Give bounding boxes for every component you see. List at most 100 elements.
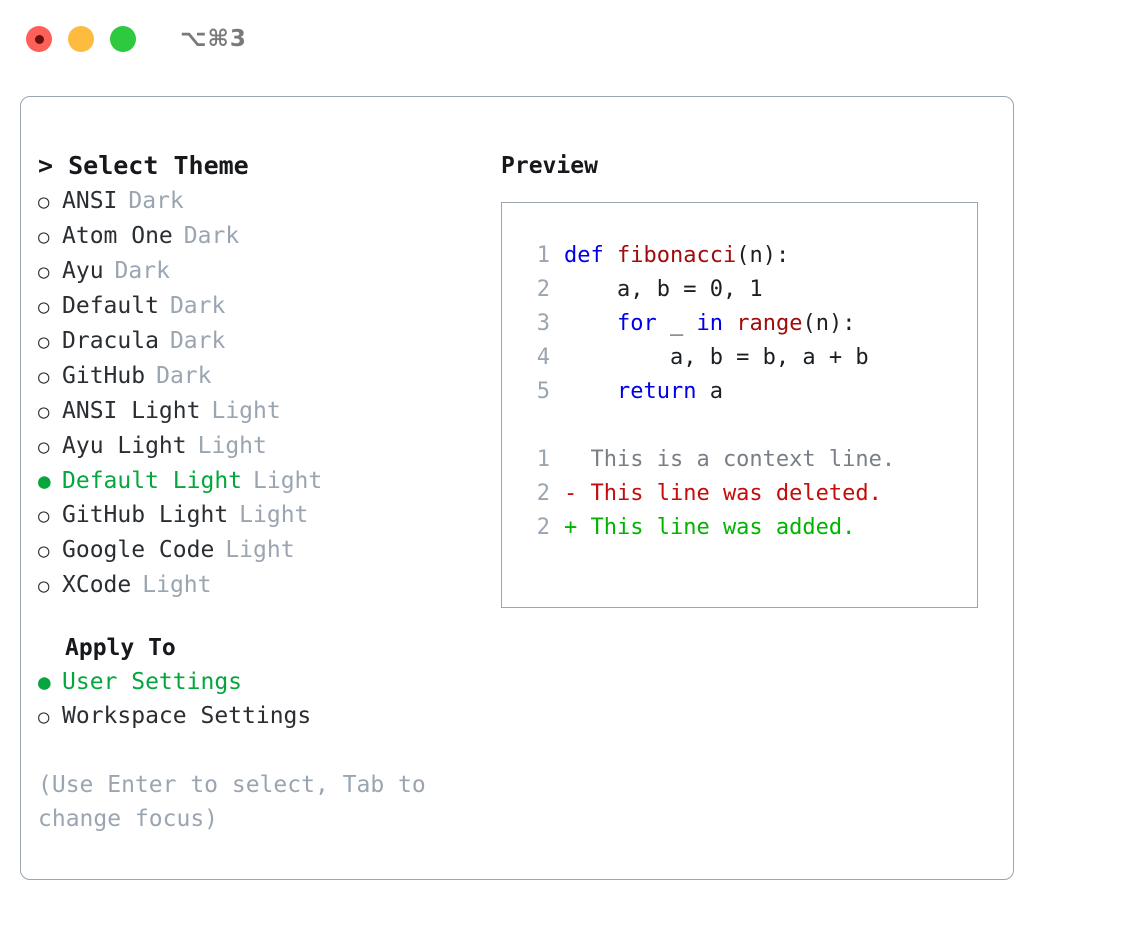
theme-option-label: Ayu	[62, 258, 104, 284]
code-token-fn: fibonacci	[616, 243, 737, 268]
diff-line-text-add: + This line was added.	[564, 515, 856, 540]
diff-line: 2 - This line was deleted.	[520, 477, 977, 511]
radio-unselected-icon[interactable]: ○	[38, 191, 50, 213]
theme-option-tag: Dark	[156, 363, 212, 389]
theme-option-ansi-light[interactable]: ○ ANSI Light Light	[38, 394, 501, 429]
radio-unselected-icon[interactable]: ○	[38, 296, 50, 318]
apply-to-option-user-settings[interactable]: ● User Settings	[38, 665, 501, 699]
code-token-kw: def	[564, 243, 617, 268]
theme-option-label: GitHub Light	[62, 502, 229, 528]
apply-to-title: Apply To	[65, 635, 176, 661]
theme-option-github[interactable]: ○ GitHub Dark	[38, 359, 501, 394]
theme-option-tag: Dark	[183, 223, 240, 249]
radio-unselected-icon[interactable]: ○	[38, 401, 50, 423]
radio-unselected-icon[interactable]: ○	[38, 226, 50, 248]
theme-option-tag: Light	[225, 537, 295, 563]
code-token-fn: range	[736, 311, 803, 336]
apply-to-option-label: User Settings	[62, 669, 243, 695]
theme-option-ayu[interactable]: ○ Ayu Dark	[38, 254, 501, 289]
code-token-kw: for	[616, 311, 670, 336]
theme-option-google-code[interactable]: ○ Google Code Light	[38, 533, 501, 568]
radio-unselected-icon[interactable]: ○	[38, 540, 50, 562]
line-number: 5	[536, 379, 550, 404]
theme-option-label: Google Code	[62, 537, 215, 563]
recording-indicator-icon	[34, 34, 44, 44]
line-number: 1	[536, 447, 550, 472]
radio-unselected-icon[interactable]: ○	[38, 505, 50, 527]
code-line: 2 a, b = 0, 1	[520, 273, 977, 307]
code-line-text: def fibonacci(n):	[564, 239, 789, 273]
apply-to-option-label: Workspace Settings	[62, 703, 312, 729]
theme-option-dracula[interactable]: ○ Dracula Dark	[38, 324, 501, 359]
theme-option-label: Default	[62, 293, 159, 319]
theme-option-atom-one[interactable]: ○ Atom One Dark	[38, 219, 501, 254]
theme-option-default[interactable]: ○ Default Dark	[38, 289, 501, 324]
line-number: 2	[536, 481, 550, 506]
theme-option-label: ANSI Light	[62, 398, 201, 424]
code-line-text: a, b = 0, 1	[564, 273, 763, 307]
section-spacer	[38, 603, 501, 631]
radio-unselected-icon[interactable]: ○	[38, 436, 50, 458]
keyboard-hint-text: (Use Enter to select, Tab to change focu…	[38, 772, 426, 832]
window-titlebar: ⌥⌘3	[0, 0, 1140, 78]
code-line: 4 a, b = b, a + b	[520, 341, 977, 375]
theme-option-xcode[interactable]: ○ XCode Light	[38, 568, 501, 603]
radio-selected-icon[interactable]: ●	[38, 469, 51, 493]
theme-option-label: Atom One	[62, 223, 173, 249]
line-number: 4	[536, 345, 550, 370]
theme-option-tag: Light	[211, 398, 281, 424]
radio-unselected-icon[interactable]: ○	[38, 575, 50, 597]
code-token-plain: a, b = 0, 1	[564, 277, 763, 302]
apply-to-option-workspace-settings[interactable]: ○ Workspace Settings	[38, 699, 501, 734]
theme-option-label: Ayu Light	[62, 433, 187, 459]
theme-option-label: GitHub	[62, 363, 146, 389]
diff-line: 2 + This line was added.	[520, 511, 977, 545]
code-line: 3 for _ in range(n):	[520, 307, 977, 341]
code-token-plain: (n):	[802, 311, 856, 336]
theme-option-tag: Light	[197, 433, 267, 459]
maximize-button[interactable]	[110, 26, 136, 52]
apply-to-options-list[interactable]: ● User Settings ○ Workspace Settings	[38, 665, 501, 734]
line-number: 3	[536, 311, 550, 336]
theme-option-tag: Dark	[114, 258, 170, 284]
radio-selected-icon[interactable]: ●	[38, 670, 51, 694]
close-button[interactable]	[26, 26, 52, 52]
minimize-button[interactable]	[68, 26, 94, 52]
theme-option-label: Default Light	[62, 468, 243, 494]
preview-title: Preview	[501, 153, 598, 179]
code-token-kw: return	[616, 379, 710, 404]
theme-option-label: XCode	[62, 572, 132, 598]
code-token-plain: _	[669, 311, 697, 336]
diff-line-text-del: - This line was deleted.	[564, 481, 882, 506]
line-number: 2	[536, 277, 550, 302]
line-number: 1	[536, 243, 550, 268]
theme-option-tag: Dark	[128, 188, 184, 214]
theme-option-tag: Light	[142, 572, 212, 598]
radio-unselected-icon[interactable]: ○	[38, 706, 50, 728]
radio-unselected-icon[interactable]: ○	[38, 261, 50, 283]
radio-unselected-icon[interactable]: ○	[38, 366, 50, 388]
theme-option-tag: Dark	[169, 293, 226, 319]
diff-line: 1 This is a context line.	[520, 443, 977, 477]
theme-option-tag: Dark	[169, 328, 226, 354]
theme-option-label: Dracula	[62, 328, 159, 354]
diff-line-text-ctx: This is a context line.	[564, 447, 896, 472]
radio-unselected-icon[interactable]: ○	[38, 331, 50, 353]
code-line: 5 return a	[520, 375, 977, 409]
theme-option-ayu-light[interactable]: ○ Ayu Light Light	[38, 429, 501, 464]
theme-option-tag: Light	[239, 502, 309, 528]
code-line: 1 def fibonacci(n):	[520, 239, 977, 273]
keyboard-shortcut-label: ⌥⌘3	[180, 26, 247, 52]
theme-option-github-light[interactable]: ○ GitHub Light Light	[38, 498, 501, 533]
diff-sample: 1 This is a context line. 2 - This line wa…	[520, 443, 977, 545]
line-number: 2	[536, 515, 550, 540]
